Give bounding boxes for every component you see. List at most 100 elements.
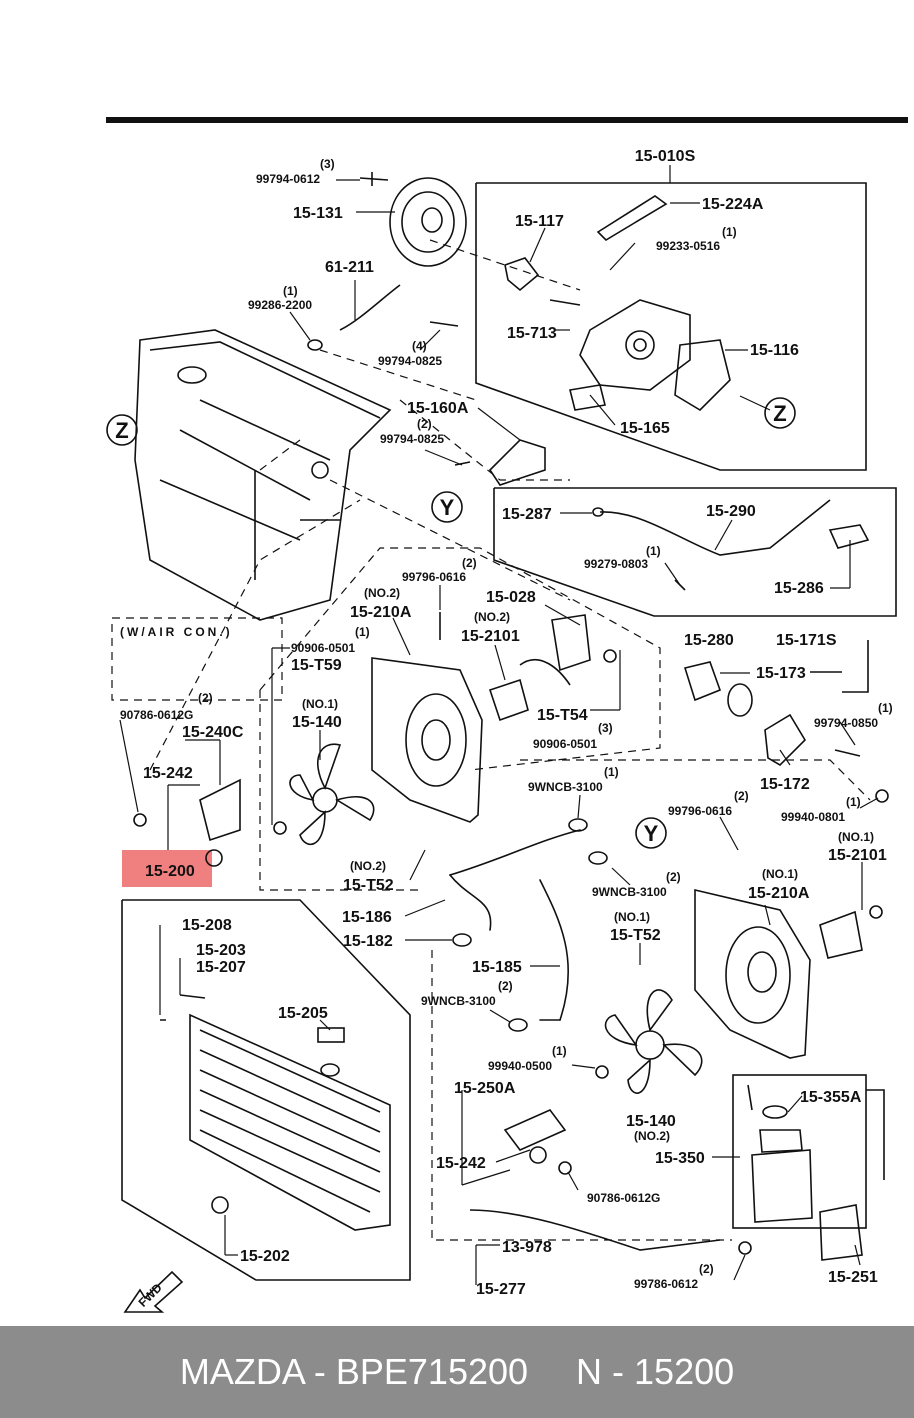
water-pump <box>307 195 731 412</box>
tank-bracket <box>819 1204 863 1261</box>
svg-text:99794-0825: 99794-0825 <box>380 432 444 446</box>
svg-text:(NO.2): (NO.2) <box>350 859 386 873</box>
svg-text:15-010S: 15-010S <box>635 148 696 165</box>
svg-text:15-028: 15-028 <box>486 589 536 606</box>
part-labels: 15-010S 15-224A 15-117 (1) 99233-0516 (3… <box>120 148 893 1298</box>
footer-diagram-ref: N - 15200 <box>576 1351 735 1392</box>
svg-text:(2): (2) <box>734 789 749 803</box>
svg-text:15-165: 15-165 <box>620 420 670 437</box>
radiator <box>160 994 391 1231</box>
gasket-strip <box>596 195 668 242</box>
fan-no2 <box>595 989 703 1094</box>
svg-text:99796-0616: 99796-0616 <box>402 570 466 584</box>
svg-text:15-117: 15-117 <box>515 213 564 230</box>
svg-text:(3): (3) <box>320 157 335 171</box>
svg-text:15-140: 15-140 <box>292 714 342 731</box>
svg-text:15-172: 15-172 <box>760 776 810 793</box>
overflow-hose <box>469 1209 721 1251</box>
svg-text:15-2101: 15-2101 <box>461 628 520 645</box>
svg-text:(1): (1) <box>283 284 298 298</box>
highlighted-part-label <box>122 850 212 887</box>
svg-text:15-186: 15-186 <box>342 909 392 926</box>
ref-circle-y-mid: Y <box>635 817 667 849</box>
ref-circle-z-right: Z <box>764 397 796 429</box>
fan-no1 <box>273 743 375 845</box>
air-con-frame <box>111 617 283 701</box>
svg-text:90786-0612G: 90786-0612G <box>587 1191 660 1205</box>
svg-text:(1): (1) <box>355 625 370 639</box>
svg-text:(NO.2): (NO.2) <box>364 586 400 600</box>
svg-text:15-355A: 15-355A <box>800 1089 862 1106</box>
svg-text:15-2101: 15-2101 <box>828 847 887 864</box>
svg-text:(4): (4) <box>412 339 427 353</box>
fan-shroud-no1 <box>694 888 883 1059</box>
radiator-box <box>121 899 411 1281</box>
svg-text:99794-0850: 99794-0850 <box>814 716 878 730</box>
thermostat-bracket <box>842 640 869 693</box>
reservoir-tank <box>732 1074 867 1229</box>
svg-text:99940-0500: 99940-0500 <box>488 1059 552 1073</box>
svg-text:13-978: 13-978 <box>502 1239 552 1256</box>
svg-text:15-203: 15-203 <box>196 942 246 959</box>
svg-text:(1): (1) <box>646 544 661 558</box>
svg-text:(1): (1) <box>552 1044 567 1058</box>
svg-text:15-208: 15-208 <box>182 917 232 934</box>
svg-text:99279-0803: 99279-0803 <box>584 557 648 571</box>
fan-shroud-no2 <box>371 612 483 823</box>
svg-text:15-210A: 15-210A <box>350 604 412 621</box>
svg-text:(1): (1) <box>722 225 737 239</box>
svg-text:9WNCB-3100: 9WNCB-3100 <box>528 780 603 794</box>
svg-text:15-205: 15-205 <box>278 1005 328 1022</box>
svg-text:15-350: 15-350 <box>655 1150 705 1167</box>
svg-text:15-173: 15-173 <box>756 665 806 682</box>
svg-text:15-T54: 15-T54 <box>537 707 588 724</box>
svg-text:15-185: 15-185 <box>472 959 522 976</box>
svg-text:(NO.1): (NO.1) <box>762 867 798 881</box>
thermostat-housing <box>454 439 870 591</box>
svg-text:(NO.2): (NO.2) <box>634 1129 670 1143</box>
svg-text:FWD: FWD <box>136 1280 165 1309</box>
svg-text:9WNCB-3100: 9WNCB-3100 <box>592 885 667 899</box>
svg-text:15-286: 15-286 <box>774 580 824 597</box>
svg-text:15-207: 15-207 <box>196 959 246 976</box>
svg-text:(NO.1): (NO.1) <box>302 697 338 711</box>
svg-text:90786-0612G: 90786-0612G <box>120 708 193 722</box>
svg-text:15-287: 15-287 <box>502 506 552 523</box>
svg-text:90906-0501: 90906-0501 <box>291 641 355 655</box>
svg-text:(2): (2) <box>198 691 213 705</box>
svg-text:15-202: 15-202 <box>240 1248 290 1265</box>
thermostat <box>683 661 889 803</box>
hose-61-211 <box>339 284 401 331</box>
svg-text:15-160A: 15-160A <box>407 400 469 417</box>
svg-text:15-242: 15-242 <box>436 1155 486 1172</box>
svg-text:Y: Y <box>644 821 659 846</box>
svg-text:15-713: 15-713 <box>507 325 557 342</box>
svg-text:(NO.1): (NO.1) <box>614 910 650 924</box>
ref-circle-z-left: Z <box>106 414 138 446</box>
svg-text:Z: Z <box>773 401 786 426</box>
brackets <box>133 778 863 1261</box>
svg-text:15-200: 15-200 <box>145 863 195 880</box>
svg-text:99796-0616: 99796-0616 <box>668 804 732 818</box>
svg-text:99286-2200: 99286-2200 <box>248 298 312 312</box>
svg-text:Z: Z <box>115 418 128 443</box>
pulley <box>359 172 467 267</box>
svg-text:(3): (3) <box>598 721 613 735</box>
svg-text:15-290: 15-290 <box>706 503 756 520</box>
svg-text:99233-0516: 99233-0516 <box>656 239 720 253</box>
svg-text:15-171S: 15-171S <box>776 632 837 649</box>
svg-text:(2): (2) <box>462 556 477 570</box>
hoses <box>449 818 721 1251</box>
svg-text:15-251: 15-251 <box>828 1269 878 1286</box>
svg-text:(2): (2) <box>666 870 681 884</box>
svg-text:(W/AIR CON.): (W/AIR CON.) <box>120 625 233 639</box>
svg-text:15-131: 15-131 <box>293 205 343 222</box>
engine-block <box>134 329 392 621</box>
svg-text:15-140: 15-140 <box>626 1113 676 1130</box>
footer-brand-part-number: MAZDA - BPE715200 <box>179 1351 529 1392</box>
svg-text:15-182: 15-182 <box>343 933 393 950</box>
water-pipe-box <box>493 487 897 617</box>
svg-text:15-224A: 15-224A <box>702 196 764 213</box>
svg-text:15-T52: 15-T52 <box>610 927 661 944</box>
svg-text:15-T52: 15-T52 <box>343 877 394 894</box>
